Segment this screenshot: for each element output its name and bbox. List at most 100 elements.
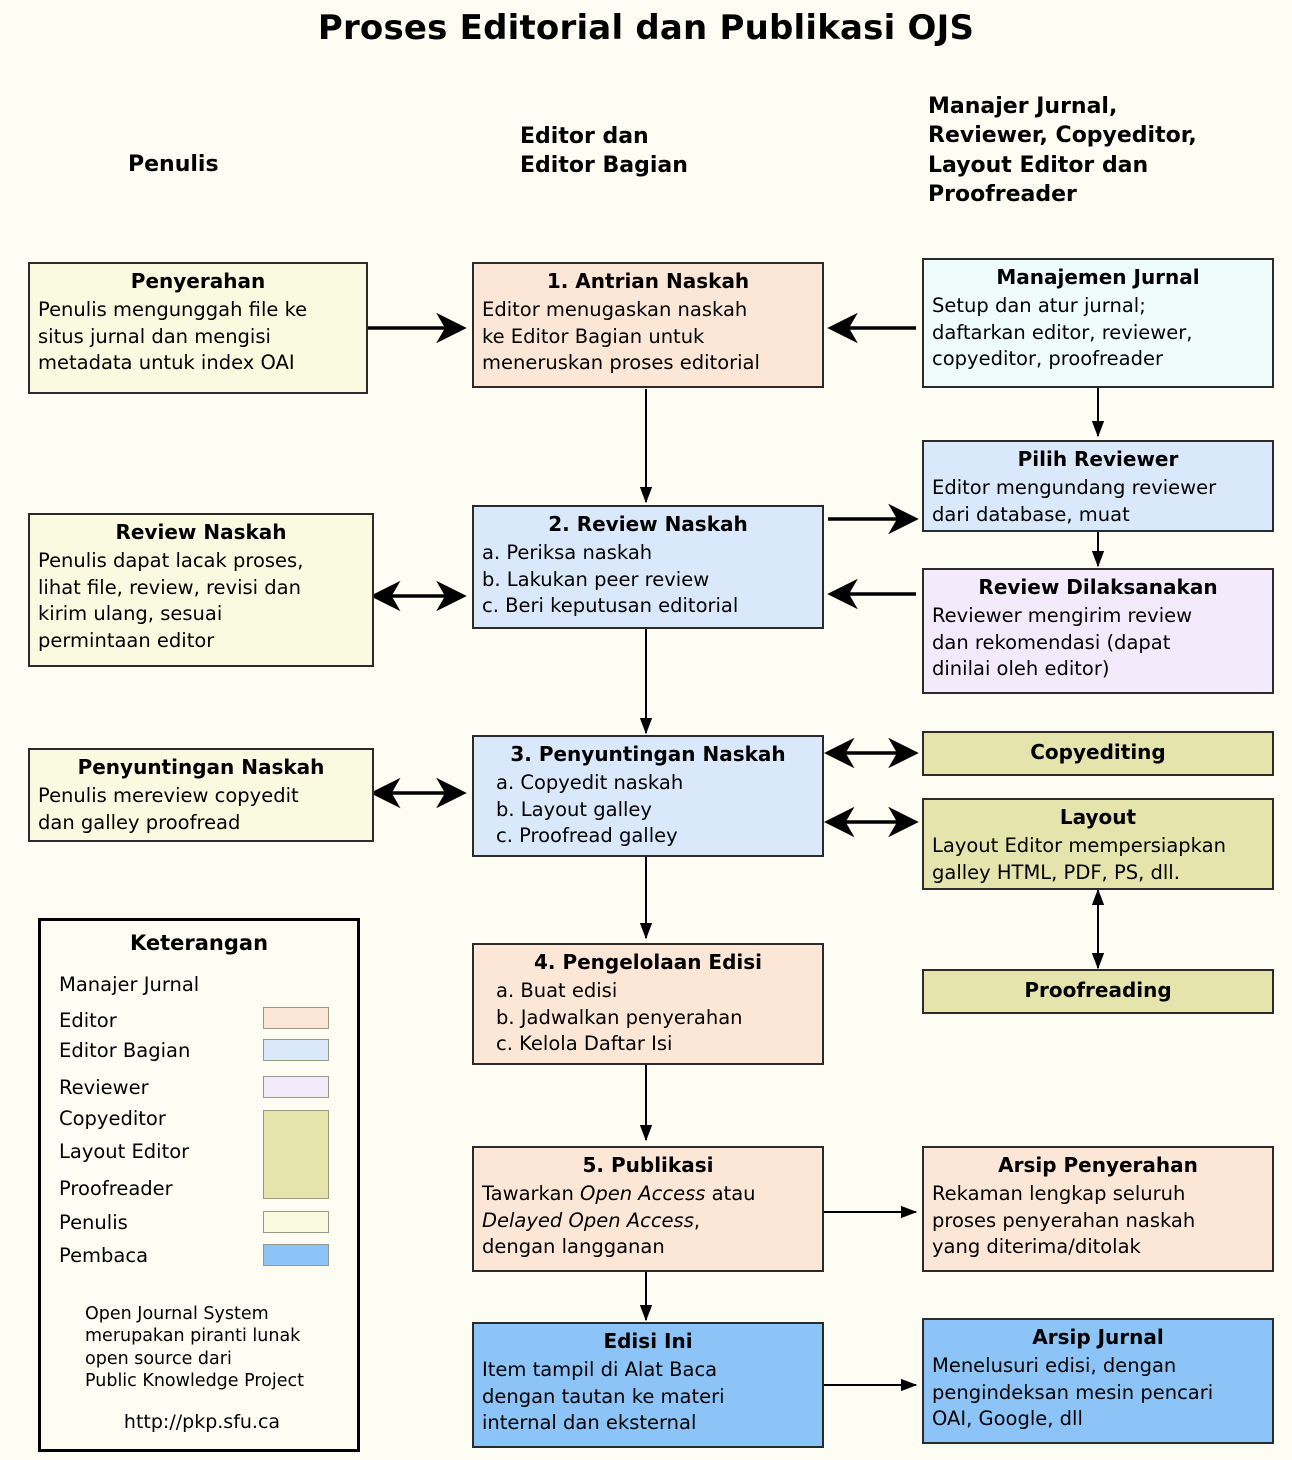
box-penyuntingan-naskah-title: 3. Penyuntingan Naskah bbox=[510, 742, 786, 766]
legend-row-editor-bagian: Editor Bagian bbox=[59, 1039, 190, 1062]
column-header-penulis-label: Penulis bbox=[128, 152, 219, 177]
box-penyuntingan-penulis-line2: dan galley proofread bbox=[38, 810, 241, 834]
box-publikasi-line2: Delayed Open Access, bbox=[482, 1208, 814, 1235]
column-header-others-line3: Layout Editor dan bbox=[928, 152, 1149, 178]
box-penyuntingan-naskah[interactable]: 3. Penyuntingan Naskah a. Copyedit naska… bbox=[472, 735, 824, 857]
box-manajemen-jurnal-line3: copyeditor, proofreader bbox=[932, 347, 1163, 371]
box-edisi-ini-line3: internal dan eksternal bbox=[482, 1411, 697, 1435]
box-pengelolaan-edisi[interactable]: 4. Pengelolaan Edisi a. Buat edisi b. Ja… bbox=[472, 943, 824, 1065]
legend-label-editor-bagian: Editor Bagian bbox=[59, 1039, 191, 1062]
column-header-others-line4: Proofreader bbox=[928, 181, 1077, 207]
box-pilih-reviewer-line1: Editor mengundang reviewer bbox=[932, 475, 1217, 499]
box-arsip-jurnal[interactable]: Arsip Jurnal Menelusuri edisi, dengan pe… bbox=[922, 1318, 1274, 1444]
legend-panel: Keterangan Manajer Jurnal Editor Editor … bbox=[38, 918, 360, 1452]
legend-label-pembaca: Pembaca bbox=[59, 1244, 149, 1267]
box-pengelolaan-edisi-item-a: a. Buat edisi bbox=[496, 978, 618, 1002]
box-copyediting[interactable]: Copyediting bbox=[922, 731, 1274, 776]
box-antrian-naskah-line3: meneruskan proses editorial bbox=[482, 351, 760, 375]
box-pilih-reviewer[interactable]: Pilih Reviewer Editor mengundang reviewe… bbox=[922, 440, 1274, 532]
box-penyuntingan-penulis-title: Penyuntingan Naskah bbox=[77, 755, 325, 779]
box-arsip-penyerahan-line3: yang diterima/ditolak bbox=[932, 1235, 1141, 1259]
box-publikasi-line1: Tawarkan Open Access atau bbox=[482, 1181, 814, 1208]
box-copyediting-title: Copyediting bbox=[1030, 739, 1166, 764]
box-edisi-ini-title: Edisi Ini bbox=[603, 1329, 693, 1353]
legend-row-proofreader: Proofreader bbox=[59, 1177, 173, 1200]
box-penyuntingan-penulis[interactable]: Penyuntingan Naskah Penulis mereview cop… bbox=[28, 748, 374, 842]
legend-note-line2: merupakan piranti lunak bbox=[85, 1326, 301, 1347]
box-review-naskah-penulis-title: Review Naskah bbox=[115, 520, 287, 544]
box-layout[interactable]: Layout Layout Editor mempersiapkan galle… bbox=[922, 798, 1274, 890]
legend-note: Open Journal System merupakan piranti lu… bbox=[85, 1303, 304, 1393]
box-review-naskah-item-b: b. Lakukan peer review bbox=[482, 567, 710, 591]
box-review-naskah-penulis-line1: Penulis dapat lacak proses, bbox=[38, 548, 304, 572]
legend-swatch-editor bbox=[263, 1007, 329, 1029]
box-arsip-penyerahan-title: Arsip Penyerahan bbox=[998, 1153, 1198, 1177]
legend-label-penulis: Penulis bbox=[59, 1211, 128, 1234]
box-antrian-naskah-line2: ke Editor Bagian untuk bbox=[482, 324, 705, 348]
legend-label-manajer-jurnal: Manajer Jurnal bbox=[59, 973, 200, 996]
legend-swatch-reviewer bbox=[263, 1076, 329, 1098]
box-publikasi-line1-a: Tawarkan bbox=[482, 1181, 581, 1205]
legend-row-editor: Editor bbox=[59, 1009, 117, 1032]
legend-row-copyeditor: Copyeditor bbox=[59, 1107, 166, 1130]
box-publikasi-title: 5. Publikasi bbox=[582, 1153, 714, 1177]
box-publikasi-line2-b: , bbox=[693, 1208, 701, 1232]
box-penyuntingan-naskah-item-a: a. Copyedit naskah bbox=[496, 770, 684, 794]
column-header-editor-line2: Editor Bagian bbox=[520, 153, 688, 179]
column-header-penulis: Penulis bbox=[128, 150, 368, 179]
box-antrian-naskah-title: 1. Antrian Naskah bbox=[546, 269, 750, 293]
box-antrian-naskah-line1: Editor menugaskan naskah bbox=[482, 297, 748, 321]
box-manajemen-jurnal-line1: Setup dan atur jurnal; bbox=[932, 293, 1146, 317]
box-publikasi-line3: dengan langganan bbox=[482, 1235, 665, 1259]
column-header-others-line2: Reviewer, Copyeditor, bbox=[928, 123, 1197, 149]
legend-note-line1: Open Journal System bbox=[85, 1304, 269, 1324]
box-proofreading[interactable]: Proofreading bbox=[922, 969, 1274, 1014]
box-review-dilaksanakan-line3: dinilai oleh editor) bbox=[932, 657, 1110, 681]
page-title: Proses Editorial dan Publikasi OJS bbox=[317, 8, 975, 48]
box-penyerahan-line1: Penulis mengunggah file ke bbox=[38, 297, 308, 321]
column-header-others: Manajer Jurnal, Reviewer, Copyeditor, La… bbox=[928, 92, 1278, 209]
box-review-naskah-penulis-line3: kirim ulang, sesuai bbox=[38, 602, 223, 626]
box-edisi-ini-line2: dengan tautan ke materi bbox=[482, 1384, 725, 1408]
legend-label-proofreader: Proofreader bbox=[59, 1177, 173, 1200]
box-review-dilaksanakan-title: Review Dilaksanakan bbox=[978, 575, 1218, 599]
legend-row-manajer-jurnal: Manajer Jurnal bbox=[59, 973, 199, 996]
box-penyerahan-line3: metadata untuk index OAI bbox=[38, 351, 295, 375]
legend-label-reviewer: Reviewer bbox=[59, 1076, 149, 1099]
column-header-editor-line1: Editor dan bbox=[520, 124, 649, 149]
box-manajemen-jurnal-line2: daftarkan editor, reviewer, bbox=[932, 320, 1193, 344]
legend-row-penulis: Penulis bbox=[59, 1211, 128, 1234]
legend-label-layout-editor: Layout Editor bbox=[59, 1140, 190, 1163]
box-manajemen-jurnal[interactable]: Manajemen Jurnal Setup dan atur jurnal; … bbox=[922, 258, 1274, 388]
box-review-dilaksanakan-line2: dan rekomendasi (dapat bbox=[932, 630, 1171, 654]
box-review-naskah-title: 2. Review Naskah bbox=[548, 512, 748, 536]
box-review-naskah-item-a: a. Periksa naskah bbox=[482, 540, 653, 564]
legend-swatch-pembaca bbox=[263, 1244, 329, 1266]
box-review-naskah[interactable]: 2. Review Naskah a. Periksa naskah b. La… bbox=[472, 505, 824, 629]
box-edisi-ini-line1: Item tampil di Alat Baca bbox=[482, 1357, 718, 1381]
box-edisi-ini[interactable]: Edisi Ini Item tampil di Alat Baca denga… bbox=[472, 1322, 824, 1448]
box-penyuntingan-naskah-item-c: c. Proofread galley bbox=[496, 824, 678, 848]
box-pengelolaan-edisi-item-c: c. Kelola Daftar Isi bbox=[496, 1032, 673, 1056]
box-review-dilaksanakan-line1: Reviewer mengirim review bbox=[932, 603, 1193, 627]
box-review-naskah-penulis[interactable]: Review Naskah Penulis dapat lacak proses… bbox=[28, 513, 374, 667]
legend-row-reviewer: Reviewer bbox=[59, 1076, 149, 1099]
legend-title: Keterangan bbox=[129, 931, 269, 955]
box-publikasi[interactable]: 5. Publikasi Tawarkan Open Access atau D… bbox=[472, 1146, 824, 1272]
box-arsip-penyerahan[interactable]: Arsip Penyerahan Rekaman lengkap seluruh… bbox=[922, 1146, 1274, 1272]
legend-note-line4: Public Knowledge Project bbox=[85, 1371, 304, 1392]
box-penyerahan-title: Penyerahan bbox=[130, 269, 266, 293]
box-review-naskah-penulis-line2: lihat file, review, revisi dan bbox=[38, 575, 301, 599]
legend-swatch-penulis bbox=[263, 1211, 329, 1233]
box-review-dilaksanakan[interactable]: Review Dilaksanakan Reviewer mengirim re… bbox=[922, 568, 1274, 694]
box-arsip-jurnal-line2: pengindeksan mesin pencari bbox=[932, 1380, 1214, 1404]
legend-row-pembaca: Pembaca bbox=[59, 1244, 148, 1267]
box-penyuntingan-penulis-line1: Penulis mereview copyedit bbox=[38, 783, 299, 807]
box-penyerahan[interactable]: Penyerahan Penulis mengunggah file ke si… bbox=[28, 262, 368, 394]
legend-url[interactable]: http://pkp.sfu.ca bbox=[123, 1411, 281, 1433]
box-pilih-reviewer-title: Pilih Reviewer bbox=[1017, 447, 1179, 471]
box-arsip-jurnal-line3: OAI, Google, dll bbox=[932, 1407, 1083, 1431]
box-antrian-naskah[interactable]: 1. Antrian Naskah Editor menugaskan nask… bbox=[472, 262, 824, 388]
box-layout-title: Layout bbox=[1059, 805, 1137, 829]
